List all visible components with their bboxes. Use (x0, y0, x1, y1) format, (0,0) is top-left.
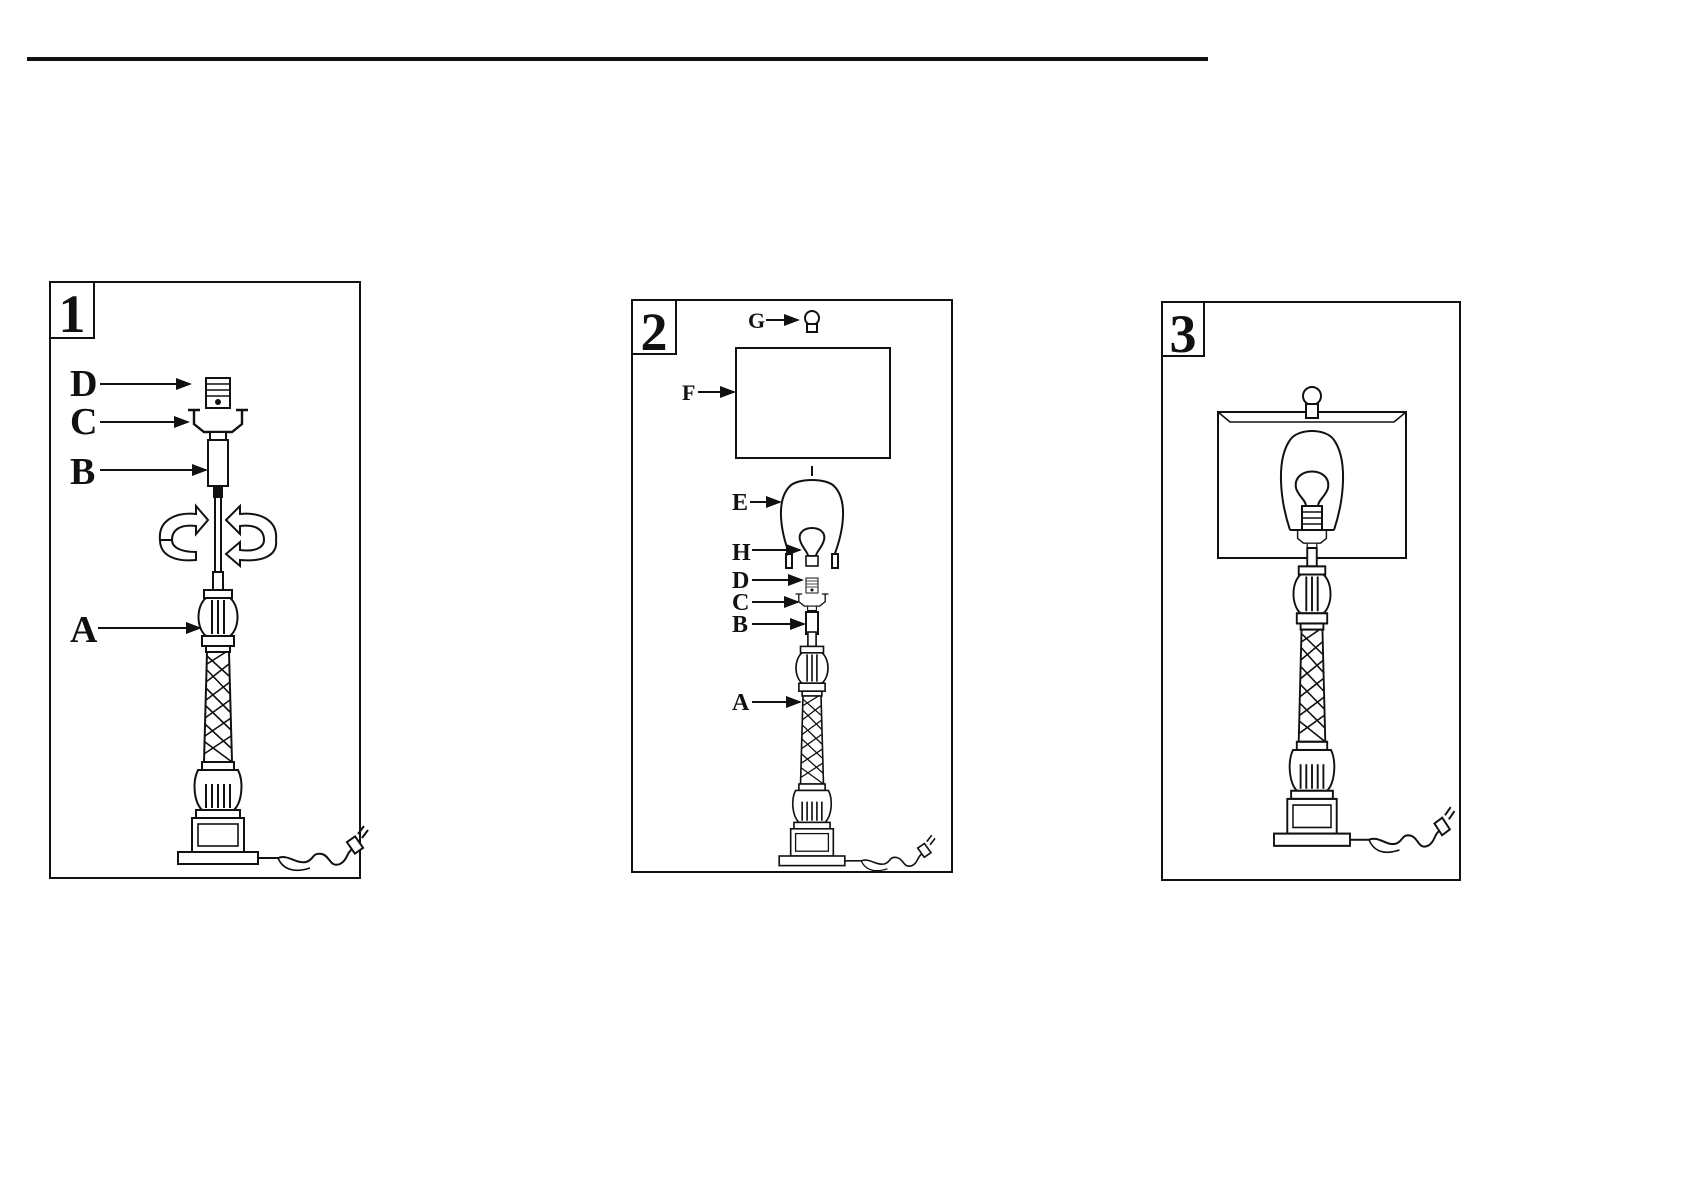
step-number-1: 1 (59, 284, 86, 344)
panel-step-3: 3 (1162, 302, 1460, 880)
step-number-3: 3 (1170, 304, 1197, 364)
label-d: D (70, 363, 97, 405)
label-a-2: A (732, 690, 750, 716)
label-c: C (70, 401, 97, 443)
panel-step-2: 2 G F E H D (632, 300, 952, 872)
tube-part-b-small (806, 612, 818, 634)
step-number-2: 2 (641, 302, 668, 362)
label-a: A (70, 609, 98, 651)
tube-part-b (208, 440, 228, 486)
label-f: F (682, 380, 695, 405)
label-b-2: B (732, 612, 748, 638)
label-g: G (748, 308, 765, 333)
finial-part-g (805, 311, 819, 332)
panel-step-1: 1 D C B A (50, 282, 368, 878)
shade-part-f (736, 348, 890, 458)
socket-part-d-small (806, 578, 818, 593)
socket-part-d (206, 378, 230, 408)
label-b: B (70, 451, 95, 493)
label-h: H (732, 540, 751, 566)
finial-installed (1303, 387, 1321, 418)
label-e: E (732, 490, 748, 516)
